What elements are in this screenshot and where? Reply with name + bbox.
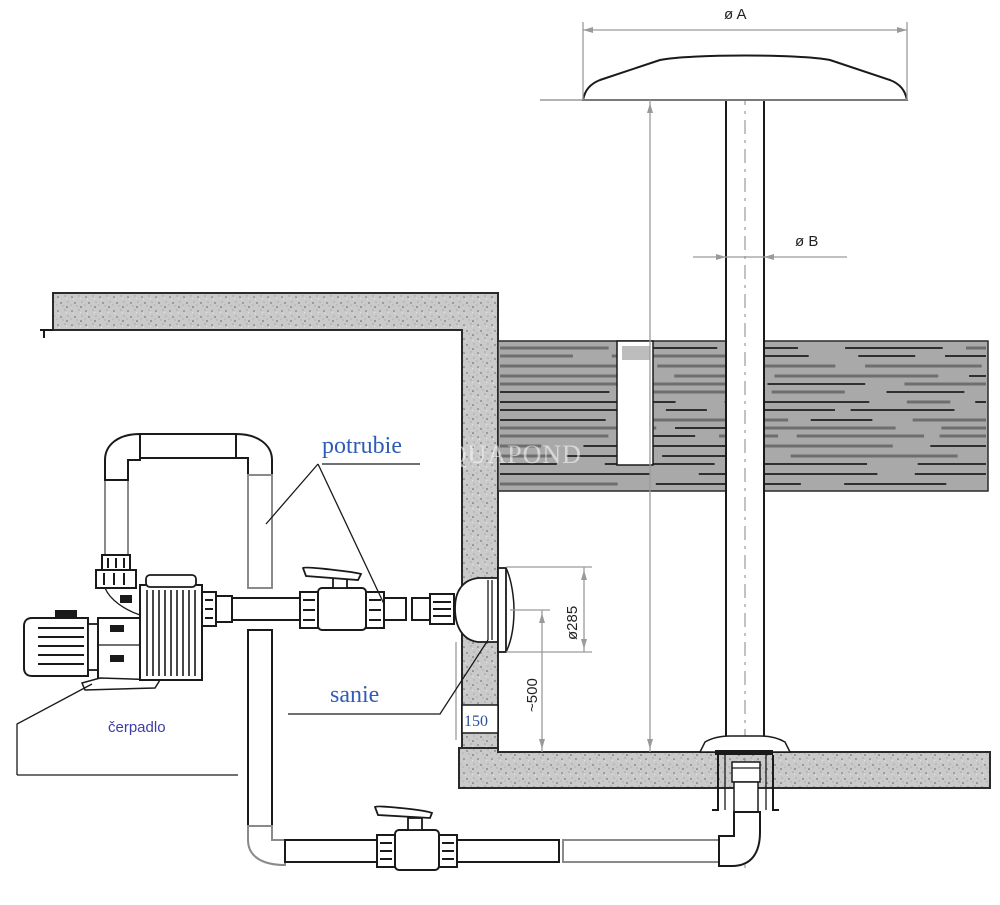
pump <box>23 554 233 691</box>
piping-leader-lines <box>265 463 420 605</box>
ball-valve-upper <box>299 566 385 631</box>
suction-pipe-horizontal-mid <box>456 839 560 863</box>
discharge-pipework <box>104 432 455 631</box>
base-coupling <box>731 761 761 783</box>
slab-edge-mark <box>40 329 53 338</box>
return-pipe-right <box>247 474 273 589</box>
valve-handle <box>373 805 434 819</box>
elbow-top-right <box>235 432 273 476</box>
anchor-bolts <box>712 755 779 811</box>
pump-leader-line <box>16 683 238 776</box>
horizontal-pipe-top <box>139 433 237 459</box>
suction-pipe-horizontal-left <box>284 839 378 863</box>
pump-outlet-pipe <box>231 597 303 621</box>
suction-label: sanie <box>330 682 379 708</box>
pump-inlet-union <box>95 569 137 589</box>
fountain-column <box>540 54 909 870</box>
ball-valve-lower <box>373 805 458 871</box>
pool-water: AQUAPOND <box>428 340 989 492</box>
cap-diameter-label: ø A <box>724 6 747 23</box>
wall-offset-box <box>461 704 499 734</box>
base-flange <box>698 735 792 753</box>
pump-outlet-union <box>215 595 233 623</box>
piping-label: potrubie <box>322 433 402 459</box>
strainer-lid <box>145 574 197 588</box>
elbow-bottom-left <box>247 825 286 867</box>
skimmer-slot <box>616 340 654 466</box>
dimension-stem-diameter: ø B <box>693 233 847 260</box>
nozzle-height-label: ~500 <box>524 678 541 712</box>
pump-label: čerpadlo <box>108 719 166 736</box>
labels: potrubie sanie čerpadlo <box>16 433 489 776</box>
elbow-bottom-right <box>718 811 761 867</box>
riser-pipe-left <box>104 479 129 556</box>
valve-handle <box>301 566 363 581</box>
elbow-top-left <box>104 432 141 481</box>
wall-inlet-nozzle: ø285 ~500 150 <box>454 566 592 752</box>
stem-diameter-label: ø B <box>795 233 818 250</box>
dimension-total-height <box>647 100 653 752</box>
wall-offset-label: 150 <box>464 713 488 730</box>
suction-pipework <box>247 629 761 871</box>
suction-pipe-vertical <box>247 629 273 827</box>
fountain-cap <box>581 54 909 101</box>
suction-pipe-horizontal-right <box>562 839 720 863</box>
watermark: AQUAPOND <box>428 440 582 469</box>
nozzle-diameter-label: ø285 <box>564 606 581 640</box>
dimension-cap-diameter: ø A <box>582 6 908 100</box>
skimmer-slot-top <box>622 346 650 360</box>
suction-leader-line <box>288 639 489 715</box>
